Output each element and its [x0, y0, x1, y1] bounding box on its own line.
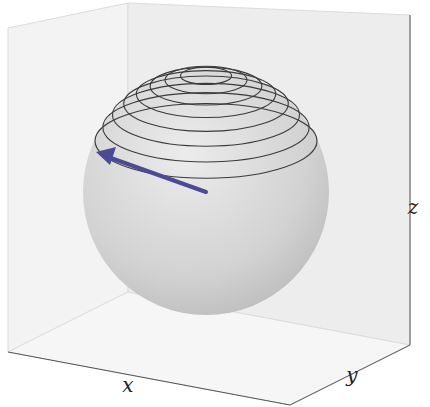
axis-label: z	[408, 197, 419, 217]
axis-label: x	[122, 375, 133, 395]
arrow-head	[96, 147, 116, 165]
latitude-ring	[136, 71, 275, 118]
z-axis-line	[410, 15, 411, 345]
axis-label: y	[346, 365, 357, 385]
x-axis-line	[8, 352, 290, 405]
y-axis-line	[290, 345, 410, 405]
sphere	[83, 69, 329, 315]
vector-arrow	[108, 157, 206, 192]
latitude-rings	[95, 66, 317, 178]
latitude-ring	[95, 103, 317, 178]
